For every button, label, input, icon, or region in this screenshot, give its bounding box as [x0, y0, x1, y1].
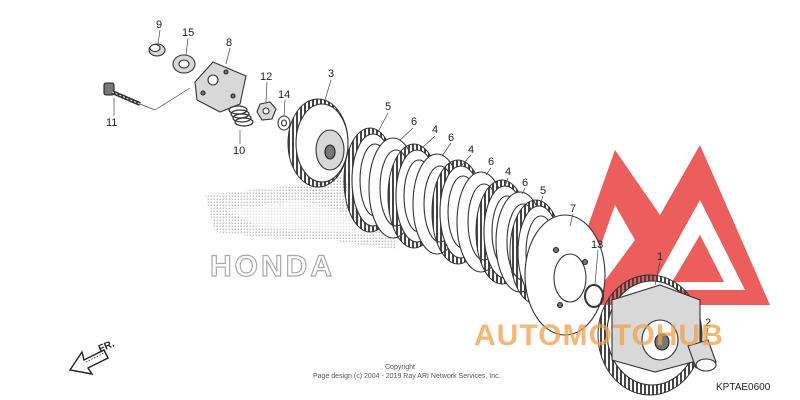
part-label-13: 13: [591, 239, 603, 251]
part-label-5-left: 5: [385, 101, 391, 113]
part-label-11: 11: [106, 117, 117, 129]
automotohub-watermark-text: AUTOMOTOHUB: [474, 319, 724, 352]
leader-lines: [113, 29, 709, 341]
part-label-4-b: 4: [468, 144, 474, 156]
o-ring-part-13: [584, 284, 604, 308]
part-label-4-a: 4: [432, 124, 438, 136]
clutch-center-part-3: [287, 98, 349, 188]
part-label-9: 9: [156, 19, 162, 31]
part-label-6-a: 6: [411, 116, 417, 128]
copyright-notice: Page design (c) 2004 - 2019 Ray ARI Netw…: [313, 373, 501, 380]
bearing-part-15: [172, 54, 196, 74]
front-direction-arrow-icon: [68, 349, 109, 375]
part-label-14: 14: [278, 89, 290, 101]
part-label-5-right: 5: [540, 185, 546, 197]
lifter-plate-part-8: [194, 61, 247, 113]
washer-part-14: [277, 115, 291, 131]
diagram-code: KPTAE0600: [716, 382, 771, 393]
collar-part-2: [687, 339, 717, 372]
bolt-part-11: [103, 82, 141, 106]
part-label-3: 3: [328, 68, 334, 80]
pressure-plate-part-7: [524, 214, 606, 336]
part-label-2: 2: [705, 317, 711, 329]
spring-part-10: [228, 105, 254, 127]
part-label-1: 1: [657, 251, 663, 263]
part-label-6-b: 6: [448, 132, 454, 144]
clutch-outer-part-1: [597, 274, 703, 396]
front-direction-label: FR.: [97, 338, 116, 354]
automotohub-logo: [560, 145, 770, 305]
cap-part-9: [148, 43, 166, 57]
part-label-7: 7: [570, 203, 576, 215]
part-label-8: 8: [226, 37, 232, 49]
part-label-4-c: 4: [505, 166, 511, 178]
nut-part-12: [256, 101, 277, 121]
part-label-10: 10: [233, 145, 245, 157]
honda-watermark-text: HONDA: [210, 250, 335, 283]
part-label-6-d: 6: [522, 177, 528, 189]
part-label-15: 15: [182, 27, 194, 39]
copyright-title: Copyright: [385, 364, 415, 371]
part-label-6-c: 6: [488, 156, 494, 168]
part-label-12: 12: [260, 71, 272, 83]
